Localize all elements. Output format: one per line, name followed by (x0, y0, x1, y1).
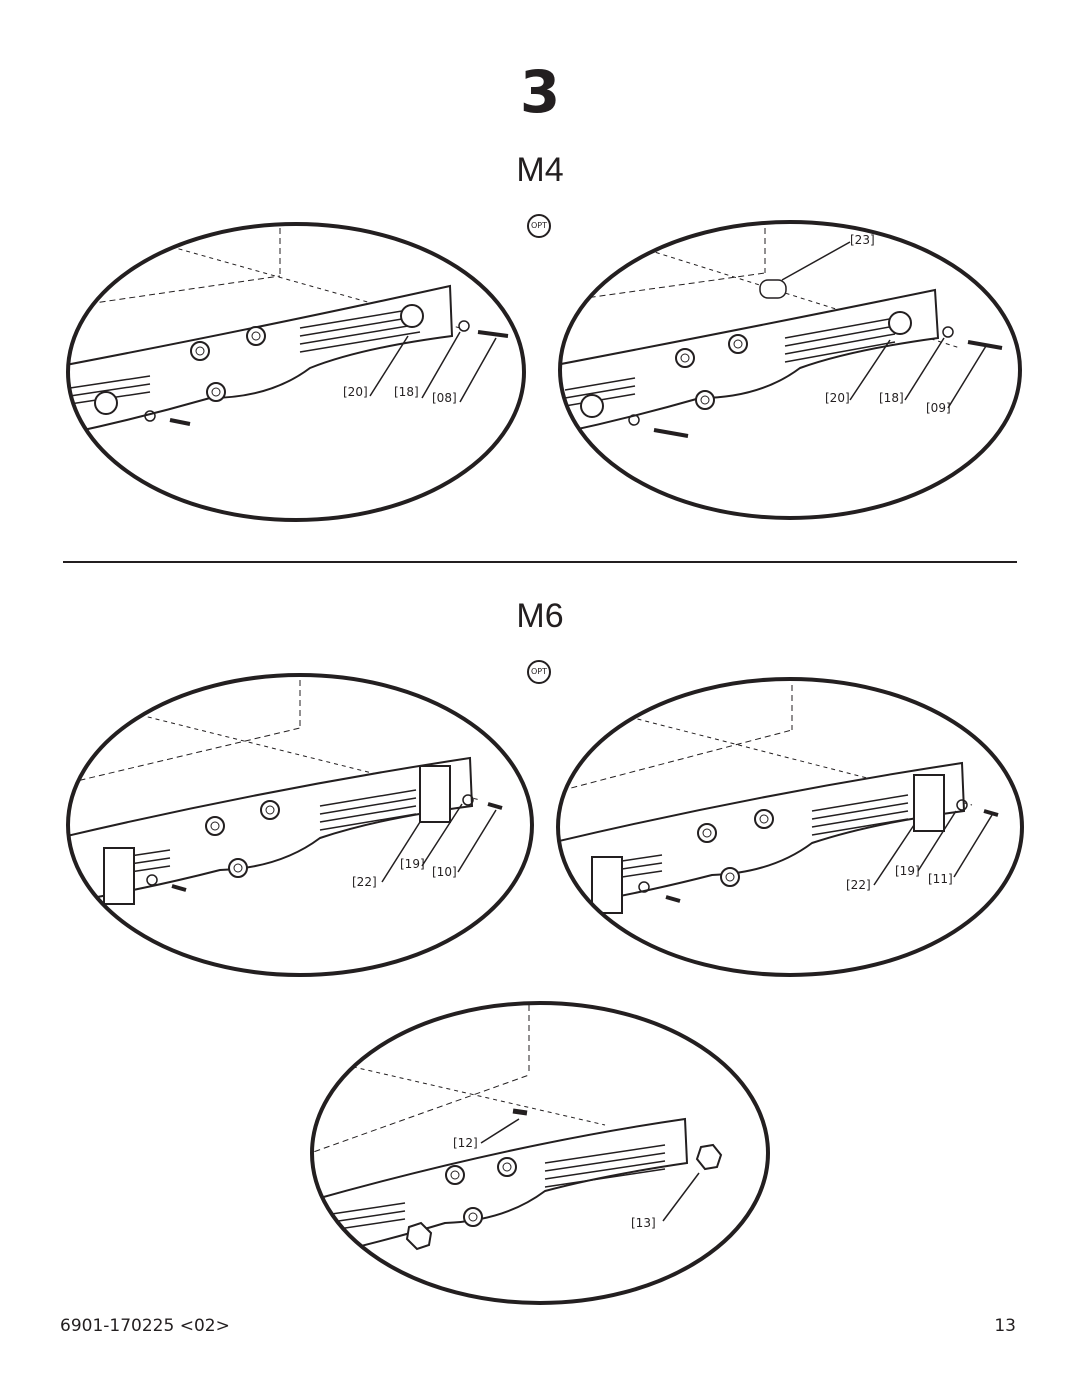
callout-11: [11] (928, 872, 953, 886)
callout-22: [22] (352, 875, 377, 889)
callout-19: [19] (400, 857, 425, 871)
callout-23: [23] (850, 233, 875, 247)
detail-m6-left: [22] [19] [10] (66, 673, 534, 977)
callout-20: [20] (343, 385, 368, 399)
step-number: 3 (519, 58, 561, 126)
callout-20: [20] (825, 391, 850, 405)
callout-09: [09] (926, 401, 951, 415)
detail-bottom: [12] [13] (310, 1001, 770, 1305)
callout-19: [19] (895, 864, 920, 878)
section-divider (63, 561, 1017, 563)
opt-badge-m6: OPT (527, 660, 551, 684)
callout-18: [18] (879, 391, 904, 405)
callout-18: [18] (394, 385, 419, 399)
detail-m6-right: [22] [19] [11] (556, 677, 1024, 977)
page-number: 13 (994, 1316, 1016, 1336)
section-label-m6: M6 (516, 597, 564, 635)
detail-m4-left: [20] [18] [08] (66, 222, 526, 522)
callout-22: [22] (846, 878, 871, 892)
callout-13: [13] (631, 1216, 656, 1230)
section-label-m4: M4 (516, 151, 564, 189)
document-number: 6901-170225 <02> (60, 1316, 230, 1336)
callout-12: [12] (453, 1136, 478, 1150)
callout-08: [08] (432, 391, 457, 405)
callout-10: [10] (432, 865, 457, 879)
detail-m4-right: [23] [20] [18] [09] (558, 220, 1022, 520)
opt-badge-m4: OPT (527, 214, 551, 238)
